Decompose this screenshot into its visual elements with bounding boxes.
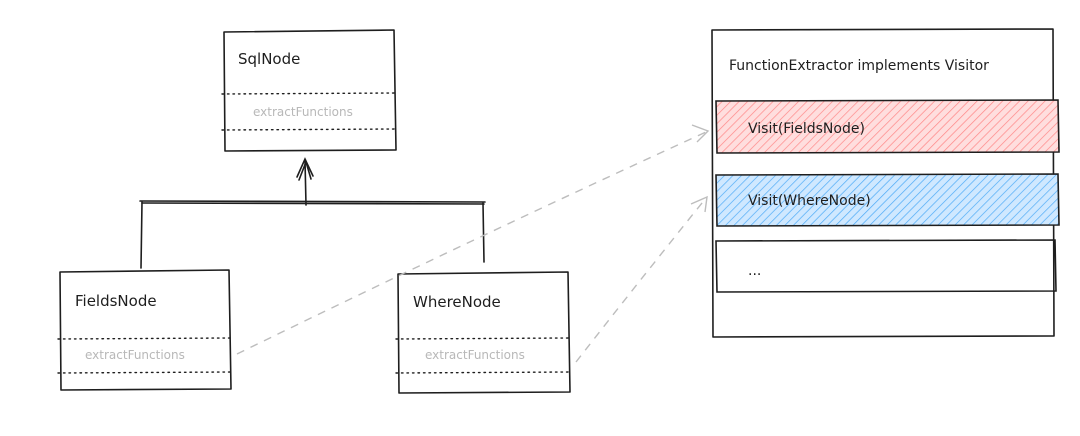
fields-node-box: FieldsNode extractFunctions — [57, 269, 233, 391]
visitor-box: FunctionExtractor implements Visitor Vis… — [711, 28, 1060, 338]
visit-where-node-row: Visit(WhereNode) — [715, 173, 1060, 227]
sql-node-title: SqlNode — [238, 50, 300, 68]
dashed-arrow-where-to-visitor — [575, 195, 708, 363]
sql-node-box: SqlNode extractFunctions — [221, 29, 397, 152]
dashed-arrow-fields-to-visitor — [236, 124, 710, 355]
visit-more-label: ... — [748, 263, 761, 279]
visit-where-node-label: Visit(WhereNode) — [748, 193, 871, 209]
visit-more-row: ... — [715, 239, 1057, 293]
inheritance-connector — [139, 157, 486, 269]
fields-node-method: extractFunctions — [85, 348, 185, 362]
visitor-title: FunctionExtractor implements Visitor — [729, 58, 989, 74]
fields-node-title: FieldsNode — [75, 292, 157, 310]
where-node-title: WhereNode — [413, 293, 501, 311]
sql-node-method: extractFunctions — [253, 105, 353, 119]
where-node-box: WhereNode extractFunctions — [395, 271, 571, 394]
visit-fields-node-label: Visit(FieldsNode) — [748, 121, 865, 137]
where-node-method: extractFunctions — [425, 348, 525, 362]
visit-fields-node-row: Visit(FieldsNode) — [715, 99, 1060, 154]
